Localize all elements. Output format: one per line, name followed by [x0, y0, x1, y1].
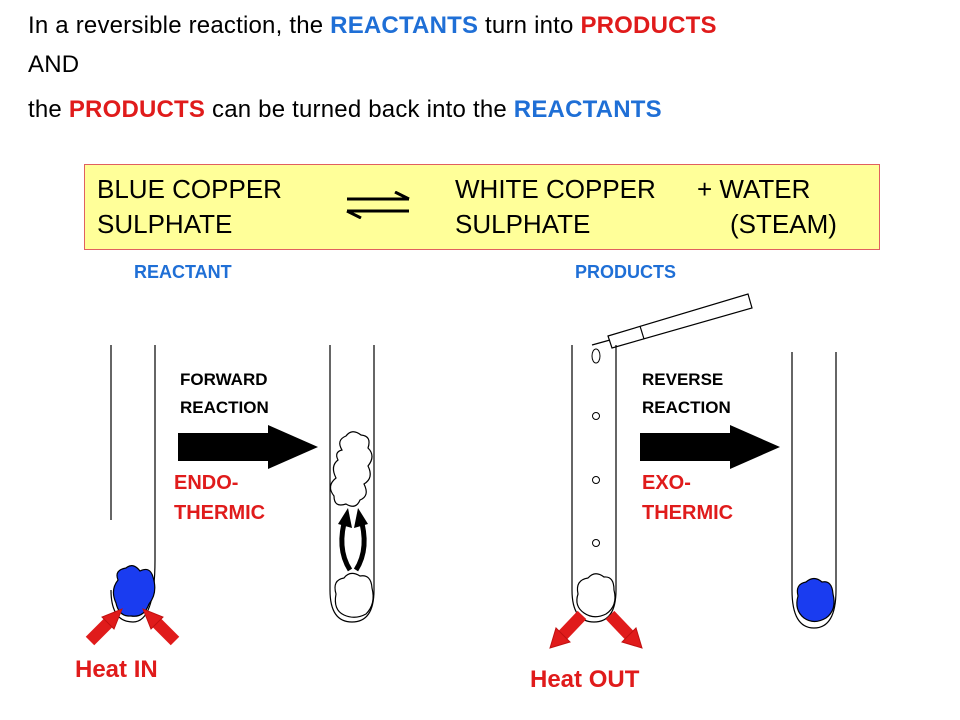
reactants-word: REACTANTS	[513, 96, 662, 123]
heat-in-arrow-left-icon	[85, 608, 123, 646]
intro-line-2: AND	[28, 51, 80, 78]
forward-reaction-label: FORWARD REACTION	[180, 366, 269, 422]
forward-label-line-1: FORWARD	[180, 370, 268, 389]
intro-text: the	[28, 96, 69, 123]
heat-in-label: Heat IN	[75, 656, 158, 683]
reversible-arrows-icon	[346, 191, 410, 219]
intro-text: In a reversible reaction, the	[28, 12, 331, 39]
reverse-reaction-label: REVERSE REACTION	[642, 366, 731, 422]
intro-text: turn into	[478, 12, 581, 39]
test-tube-blue-restored	[791, 352, 837, 629]
endo-label-line-2: THERMIC	[174, 502, 266, 524]
test-tube-blue-reactant	[110, 345, 156, 623]
test-tube-white-product	[329, 345, 375, 623]
endo-label-line-1: ENDO-	[174, 472, 239, 494]
water-drop-icon	[592, 476, 600, 484]
products-label: PRODUCTS	[575, 262, 677, 282]
blue-copper-sulphate-lump	[796, 577, 835, 623]
heat-out-arrow-right-icon	[605, 610, 643, 649]
forward-label-line-2: REACTION	[180, 398, 269, 417]
reactant-name-line-2: SULPHATE	[97, 209, 233, 239]
reverse-label-line-1: REVERSE	[642, 370, 724, 389]
water-line-1: + WATER	[697, 174, 811, 204]
dropper-pipette-icon	[591, 293, 753, 349]
water-drop-icon	[592, 412, 600, 420]
heat-out-arrow-left-icon	[549, 610, 587, 649]
products-word: PRODUCTS	[68, 96, 206, 123]
reactants-word: REACTANTS	[330, 12, 479, 39]
white-copper-sulphate-lump	[576, 573, 616, 618]
water-line-2: (STEAM)	[730, 209, 837, 239]
reactant-name-line-1: BLUE COPPER	[97, 174, 282, 204]
reverse-label-line-2: REACTION	[642, 398, 731, 417]
heat-in-arrow-right-icon	[142, 608, 180, 646]
exothermic-label: EXO- THERMIC	[642, 468, 733, 528]
steam-cloud-icon	[329, 431, 373, 507]
products-word: PRODUCTS	[580, 12, 717, 39]
endothermic-label: ENDO- THERMIC	[174, 468, 265, 528]
intro-line-3: the PRODUCTS can be turned back into the…	[28, 96, 662, 124]
heat-out-label: Heat OUT	[530, 666, 640, 693]
intro-text: can be turned back into the	[205, 96, 514, 123]
forward-reaction-arrow-icon	[178, 425, 318, 469]
equation-box: BLUE COPPER SULPHATE WHITE COPPER SULPHA…	[84, 164, 880, 250]
reverse-reaction-arrow-icon	[640, 425, 780, 469]
product-name-line-1: WHITE COPPER	[455, 174, 656, 204]
exo-label-line-2: THERMIC	[642, 502, 734, 524]
exo-label-line-1: EXO-	[642, 472, 691, 494]
test-tube-water-drops	[571, 345, 617, 623]
intro-line-1: In a reversible reaction, the REACTANTS …	[28, 12, 717, 40]
water-drop-icon	[591, 348, 601, 364]
reactant-label: REACTANT	[134, 262, 232, 282]
white-copper-sulphate-lump	[334, 572, 374, 618]
blue-copper-sulphate-lump	[112, 565, 156, 617]
water-drop-icon	[592, 539, 600, 547]
product-name-line-2: SULPHATE	[455, 209, 591, 239]
